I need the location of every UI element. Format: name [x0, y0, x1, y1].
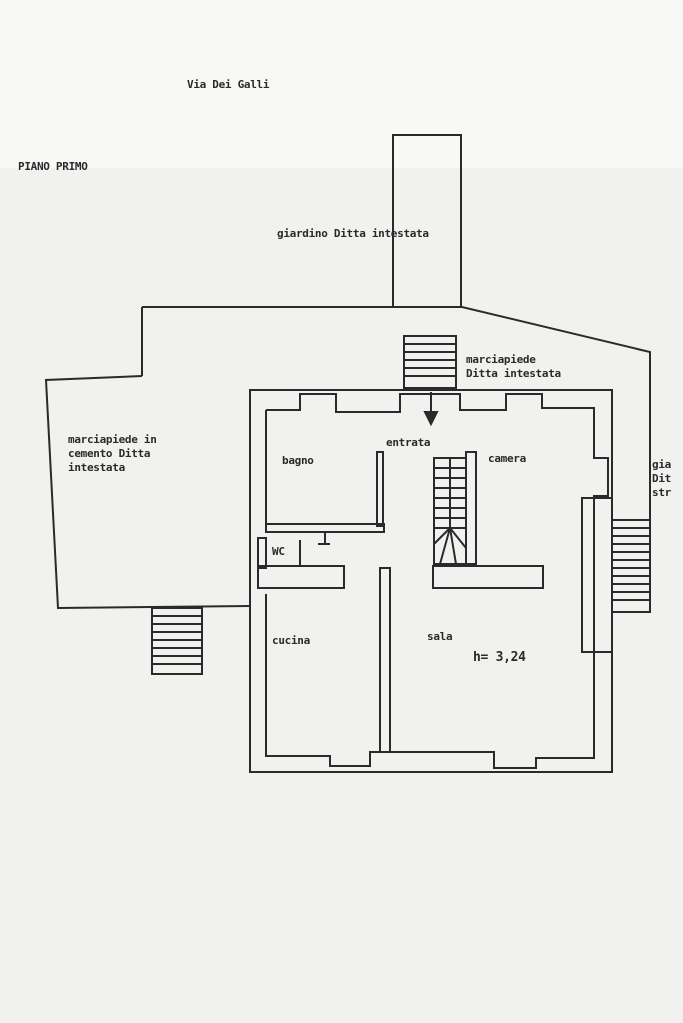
paper-top-band [0, 0, 683, 168]
garden-right-label: gia Dit str [652, 458, 671, 499]
sidewalk-right-label: marciapiede Ditta intestata [466, 353, 561, 380]
stairs-right [611, 519, 651, 613]
entrance-arrow-icon [423, 392, 439, 427]
street-label: Via Dei Galli [187, 78, 270, 91]
stairs-internal [433, 457, 467, 565]
house-outer-wall [249, 389, 613, 773]
room-wc: WC [272, 545, 285, 558]
stairs-entrance [403, 335, 457, 389]
stairs-left [151, 607, 203, 675]
room-living: sala [427, 630, 453, 643]
room-bathroom: bagno [282, 454, 314, 467]
room-entrance: entrata [386, 436, 431, 449]
garden-top-label: giardino Ditta intestata [277, 227, 429, 240]
garden-strip [392, 134, 462, 308]
floor-label: PIANO PRIMO [18, 160, 88, 173]
terrace-outline [142, 306, 651, 612]
room-kitchen: cucina [272, 634, 310, 647]
room-bedroom: camera [488, 452, 526, 465]
room-height: h= 3,24 [473, 650, 526, 665]
sidewalk-left-label: marciapiede in cemento Ditta intestata [68, 433, 157, 474]
